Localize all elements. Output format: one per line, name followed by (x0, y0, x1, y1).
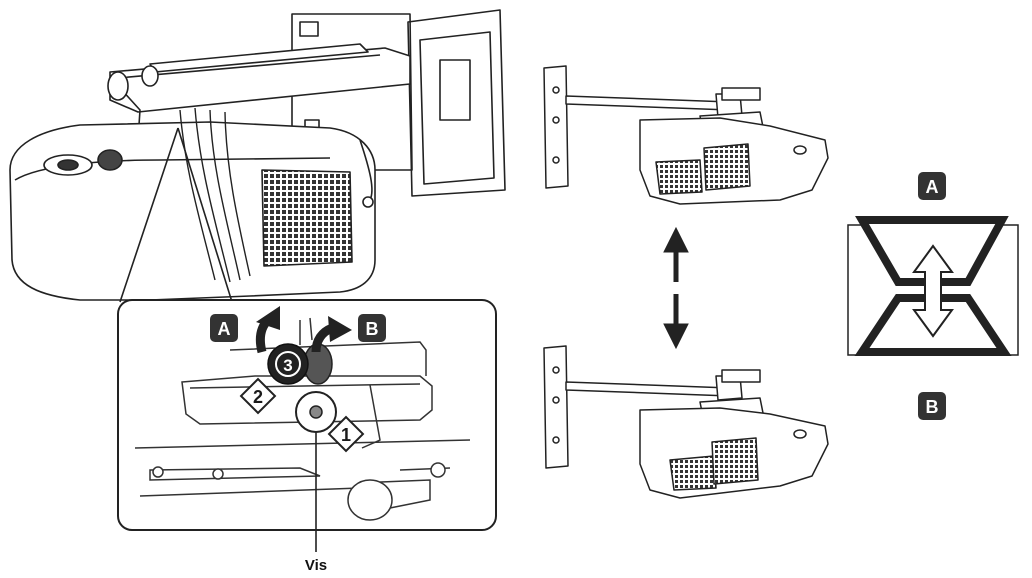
adjustment-knob-icon: 3 (267, 343, 333, 385)
projector-side-view-top (543, 65, 829, 205)
svg-text:2: 2 (253, 387, 263, 407)
svg-text:B: B (366, 319, 379, 339)
step-3-label: 3 (283, 356, 292, 375)
legend-a-badge: A (918, 172, 946, 200)
direction-a-badge: A (210, 314, 238, 342)
svg-text:A: A (218, 319, 231, 339)
rotate-arrow-b-icon (311, 316, 352, 353)
rotate-arrow-a-icon (255, 306, 280, 354)
svg-text:A: A (926, 177, 939, 197)
image-distortion-icon (847, 216, 1019, 356)
step-2-marker: 2 (239, 377, 277, 415)
zoom-callout: 3 A B 2 1 (117, 299, 497, 552)
direction-b-badge: B (358, 314, 386, 342)
projector-mount-illustration (9, 9, 506, 301)
callout-pointer (119, 127, 233, 303)
svg-text:B: B (926, 397, 939, 417)
legend-b-badge: B (918, 392, 946, 420)
projector-side-view-bottom (543, 345, 829, 499)
screw-label: Vis (305, 557, 327, 574)
svg-text:1: 1 (341, 425, 351, 445)
step-1-marker: 1 (327, 415, 365, 453)
up-down-arrow-icon (663, 226, 689, 350)
